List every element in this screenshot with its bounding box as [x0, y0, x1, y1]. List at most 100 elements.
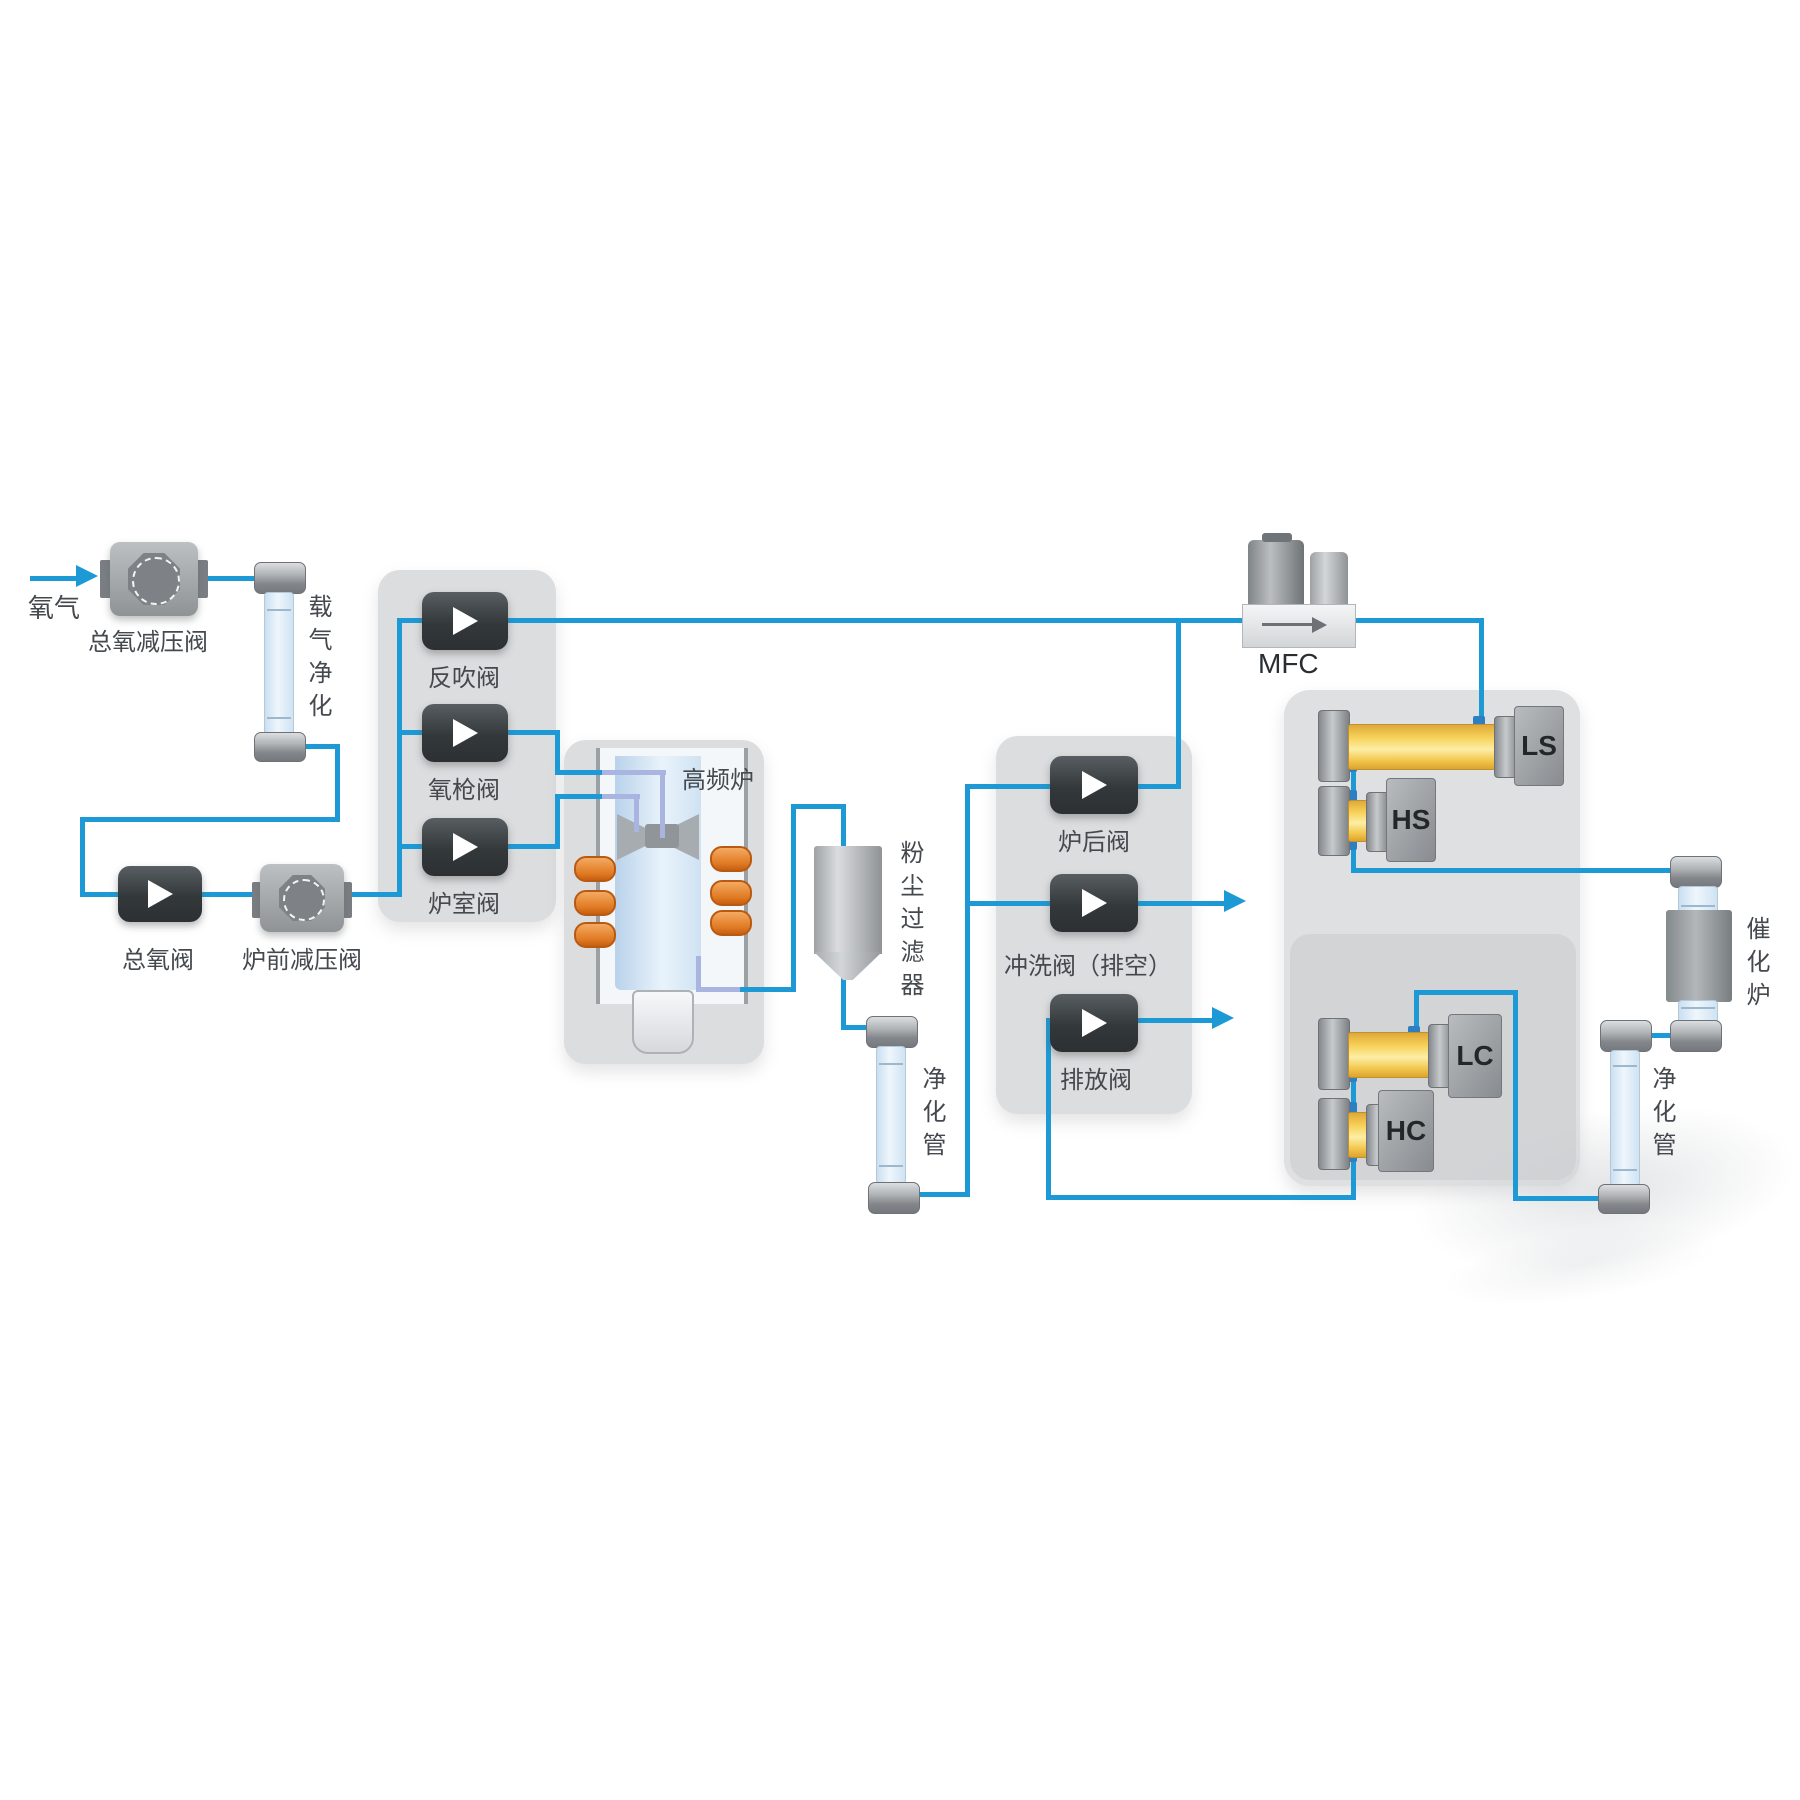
regulator-tab	[196, 560, 208, 598]
fitting-cap	[868, 1182, 920, 1214]
dust-filter-cone	[814, 952, 882, 980]
ls-left-cap	[1318, 710, 1350, 782]
o2-lance-valve	[422, 704, 508, 762]
mfc-label: MFC	[1258, 648, 1319, 679]
ls-detector-box: LS	[1514, 706, 1564, 786]
lc-left-cap	[1318, 1018, 1350, 1090]
mfc-cylinder-small	[1310, 552, 1348, 608]
right-purifier-tube	[1610, 1050, 1640, 1186]
o2-lance-valve-label: 氧枪阀	[428, 777, 500, 804]
mfc-knob	[1262, 533, 1292, 542]
pipe	[505, 844, 560, 849]
valve-arrow-icon	[452, 607, 478, 635]
pipe	[841, 972, 846, 1030]
pipe-detector-return	[1046, 1195, 1356, 1200]
pipe	[80, 892, 124, 897]
tube-line	[879, 1165, 903, 1167]
valve-arrow-icon	[1081, 1009, 1107, 1037]
hs-detector-box: HS	[1386, 778, 1436, 862]
coil-icon	[710, 846, 752, 872]
pipe-manifold	[397, 618, 402, 897]
hc-detector-box: HC	[1378, 1090, 1434, 1172]
pipe	[555, 730, 560, 775]
hs-left-cap	[1318, 786, 1350, 856]
pipe-lance-lavender	[602, 770, 666, 775]
ls-label: LS	[1521, 730, 1557, 761]
hf-furnace-label: 高频炉	[682, 767, 754, 794]
furnace-cup	[632, 990, 694, 1054]
tube-line	[1613, 1169, 1637, 1171]
carrier-purifier-tube	[264, 592, 294, 736]
pipe	[740, 987, 796, 992]
valve-arrow-icon	[452, 719, 478, 747]
pipe-regulator-to-purifier	[196, 576, 258, 581]
catalytic-furnace-body	[1666, 910, 1732, 1002]
pipe	[335, 744, 340, 822]
pipe-to-catalytic	[1351, 868, 1674, 873]
discharge-valve	[1050, 994, 1138, 1052]
mfc-cylinder-large	[1248, 540, 1304, 608]
pipe-lc-inlet	[1414, 990, 1419, 1036]
pipe	[555, 770, 605, 775]
pipe	[791, 804, 796, 992]
pre-furnace-regulator-label: 炉前减压阀	[242, 947, 362, 974]
valve-arrow-icon	[452, 833, 478, 861]
post-furnace-valve-label: 炉后阀	[1058, 829, 1130, 856]
pipe-furnace-out	[696, 956, 701, 992]
pipe-furnace-out	[696, 987, 744, 992]
pipe	[910, 1192, 970, 1197]
main-o2-valve-label: 总氧阀	[122, 947, 194, 974]
valve-arrow-icon	[1081, 889, 1107, 917]
regulator-ring-icon	[283, 879, 325, 921]
furnace-chamber-valve	[422, 818, 508, 876]
mid-purifier-label: 净化管	[918, 1066, 945, 1165]
mid-purifier-tube	[876, 1046, 906, 1184]
lc-label: LC	[1456, 1040, 1494, 1071]
pipe	[965, 784, 1055, 789]
lc-detector-box: LC	[1448, 1014, 1502, 1098]
pipe-lc-hc	[1351, 1074, 1356, 1108]
pipe-filter-inlet	[841, 804, 846, 850]
pipe	[1135, 784, 1181, 789]
regulator-ring-icon	[132, 557, 180, 605]
post-furnace-valve	[1050, 756, 1138, 814]
pipe-main-carrier	[505, 618, 1246, 623]
pipe-chamber-lavender	[602, 794, 640, 799]
coil-icon	[574, 890, 616, 916]
pipe	[1351, 1152, 1356, 1200]
oxygen-source-label: 氧气	[28, 593, 81, 623]
regulator-tab	[100, 560, 112, 598]
pipe-discharge-riser	[1046, 1018, 1051, 1200]
pipe-oxygen-inlet	[30, 576, 80, 581]
pipe-outlet-riser	[965, 784, 970, 1197]
discharge-valve-label: 排放阀	[1060, 1067, 1132, 1094]
fitting-cap	[1600, 1020, 1652, 1052]
pipe	[555, 794, 605, 799]
fitting-cap	[1598, 1184, 1650, 1214]
dust-filter-body	[814, 846, 882, 954]
mfc-flow-arrowhead-icon	[1312, 617, 1327, 633]
pipe	[1414, 990, 1518, 995]
mfc-body	[1242, 604, 1356, 648]
tube-line	[1681, 1007, 1715, 1009]
coil-icon	[710, 880, 752, 906]
hc-label: HC	[1385, 1115, 1427, 1146]
backblow-valve	[422, 592, 508, 650]
pipe-hs-out	[1351, 840, 1356, 873]
lc-cell-tube	[1348, 1032, 1434, 1078]
pipe-lc-riser	[1513, 990, 1518, 1201]
fitting-cap	[254, 562, 306, 594]
flush-valve	[1050, 874, 1138, 932]
pipe-ls-inlet	[1479, 618, 1484, 728]
pipe-o2valve-to-regulator	[176, 892, 270, 897]
hc-left-cap	[1318, 1098, 1350, 1170]
flush-vent-arrow-icon	[1224, 890, 1246, 912]
pipe	[80, 817, 340, 822]
pipe	[1513, 1196, 1605, 1201]
pipe-regulator-to-manifold	[344, 892, 402, 897]
backblow-valve-label: 反吹阀	[428, 665, 500, 692]
valve-arrow-icon	[1081, 771, 1107, 799]
pipe-postfurnace-riser	[1176, 618, 1181, 789]
pipe-lance-down	[660, 770, 665, 838]
